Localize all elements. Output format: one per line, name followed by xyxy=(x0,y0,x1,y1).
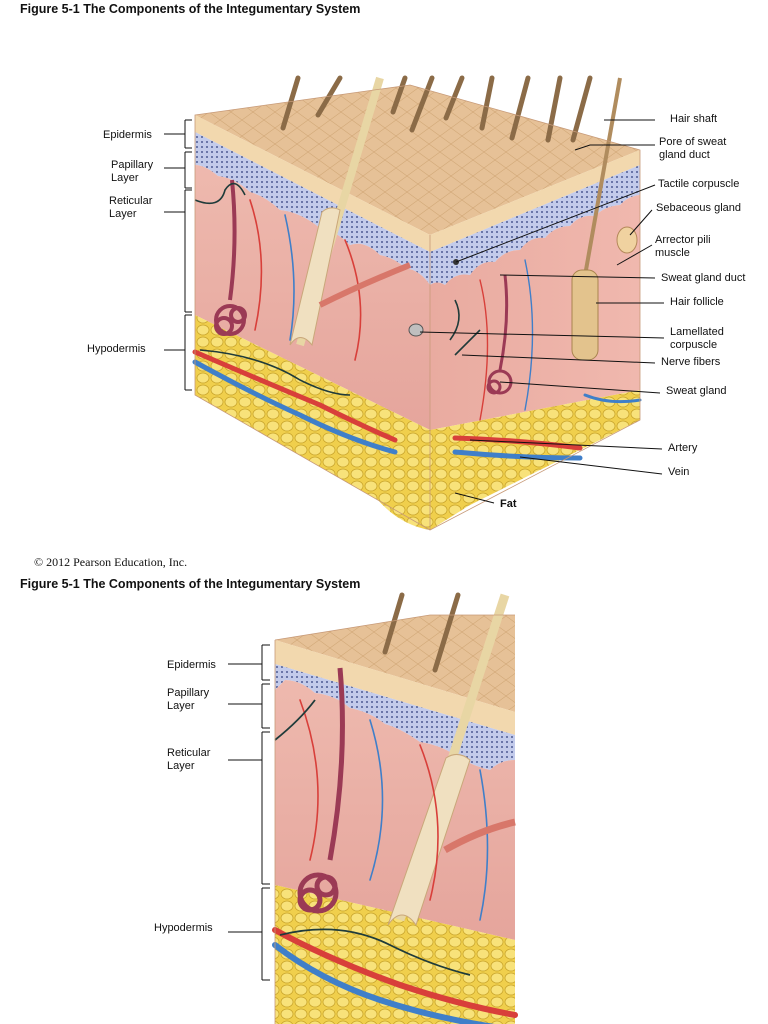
label-tactile-corpuscle: Tactile corpuscle xyxy=(658,178,739,191)
label-hypodermis: Hypodermis xyxy=(87,343,146,356)
label-hair-follicle: Hair follicle xyxy=(670,296,724,309)
bottom-skin-block xyxy=(275,595,515,1024)
label-fat: Fat xyxy=(500,498,517,511)
top-skin-block xyxy=(195,78,640,530)
label-sweat-gland-duct: Sweat gland duct xyxy=(661,272,745,285)
label-nerve-fibers: Nerve fibers xyxy=(661,356,720,369)
label-epidermis: Epidermis xyxy=(103,129,152,142)
lamellated-corpuscle xyxy=(409,324,423,336)
label-epidermis-bottom: Epidermis xyxy=(167,659,216,672)
label-artery: Artery xyxy=(668,442,697,455)
fat-lobes xyxy=(375,446,430,530)
label-lamellated-corpuscle: Lamellated corpuscle xyxy=(670,326,724,352)
hair-follicle xyxy=(572,270,598,360)
label-hair-shaft: Hair shaft xyxy=(670,113,717,126)
bottom-label-leaders xyxy=(228,645,270,980)
label-pore-of-sweat-gland-duct: Pore of sweat gland duct xyxy=(659,136,726,162)
label-reticular-layer-bottom: Reticular Layer xyxy=(167,747,210,773)
label-vein: Vein xyxy=(668,466,689,479)
label-hypodermis-bottom: Hypodermis xyxy=(154,922,213,935)
label-reticular-layer: Reticular Layer xyxy=(109,195,152,221)
label-papillary-layer-bottom: Papillary Layer xyxy=(167,687,209,713)
label-sebaceous-gland: Sebaceous gland xyxy=(656,202,741,215)
label-sweat-gland: Sweat gland xyxy=(666,385,727,398)
label-arrector-pili-muscle: Arrector pili muscle xyxy=(655,234,711,260)
label-papillary-layer: Papillary Layer xyxy=(111,159,153,185)
